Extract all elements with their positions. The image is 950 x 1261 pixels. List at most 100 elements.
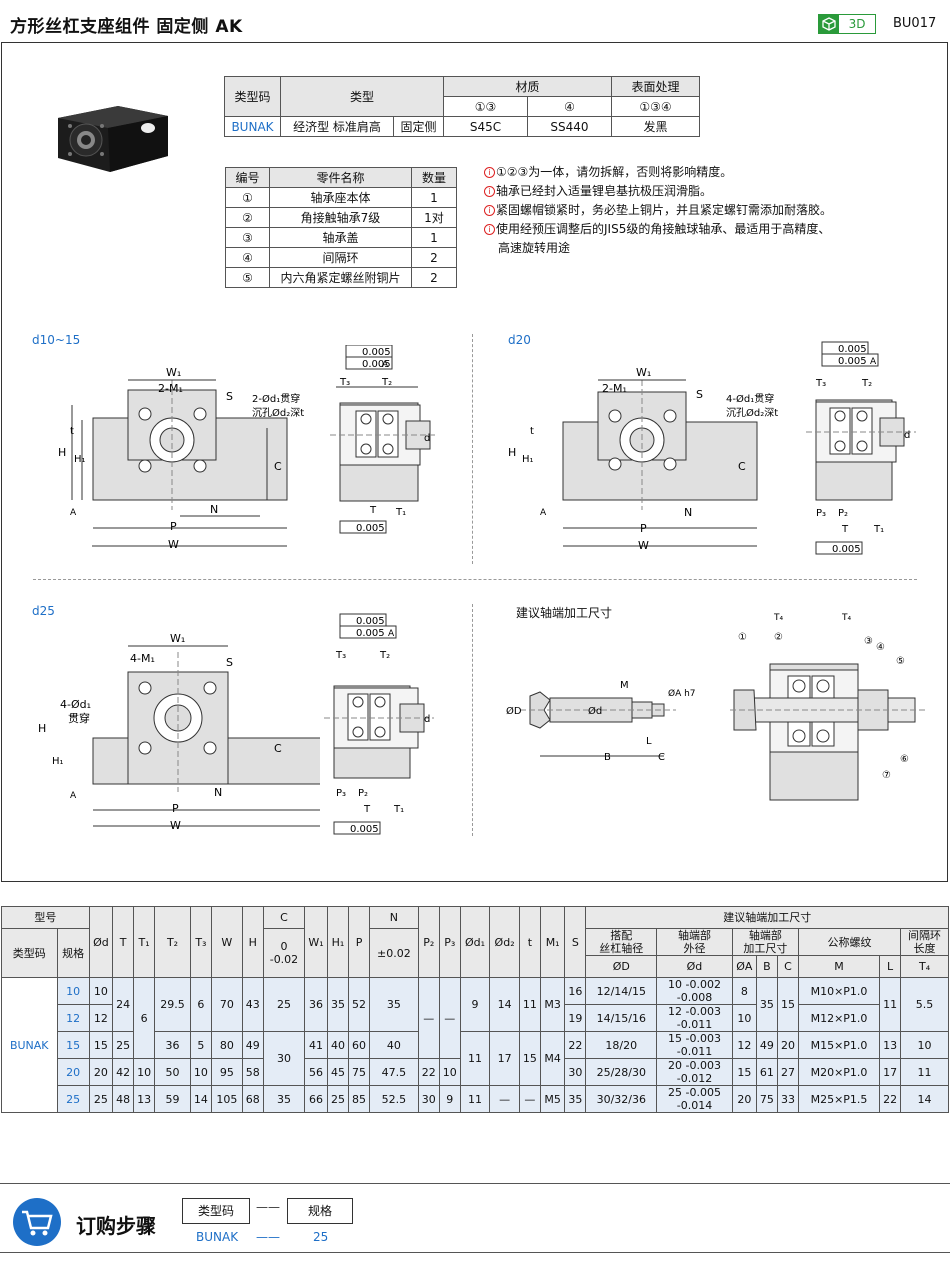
th-sL: L [879, 955, 902, 978]
th-type: 类型 [280, 76, 444, 117]
table-cell: 24 [112, 977, 135, 1032]
spec-side: 固定侧 [393, 116, 444, 137]
callout-3: ③ [864, 636, 873, 647]
drawing-frame [1, 42, 948, 882]
table-cell: M20×P1.0 [797, 1058, 881, 1086]
table-cell: 12 [731, 1031, 757, 1059]
table-cell: 68 [241, 1085, 264, 1113]
th-shaft-len: 轴端部加工尺寸 [731, 928, 799, 956]
tol-3: 0.005 [832, 544, 861, 555]
dim-P2: P₂ [358, 788, 368, 799]
table-cell: 10 -0.002-0.008 [656, 977, 733, 1005]
callout-1: ① [738, 632, 747, 643]
hole-label-2: 沉孔Ød₂深t [726, 406, 778, 419]
info-icon: i [484, 167, 495, 178]
part-no: ① [225, 187, 270, 208]
table-cell: 36 [304, 977, 328, 1032]
hole-label: 4-Ød₁贯穿 [726, 392, 774, 405]
row-size: 25 [56, 1085, 90, 1113]
table-cell: 15 [518, 1031, 541, 1086]
th-P: P [347, 906, 371, 978]
table-cell: 14 [489, 977, 520, 1032]
table-cell: 11 [459, 1085, 491, 1113]
th-type-code: 类型码 [224, 76, 281, 117]
table-cell: — [518, 1085, 541, 1113]
dim-P: P [640, 522, 647, 535]
table-cell: 49 [241, 1031, 264, 1059]
part-name: 内六角紧定螺丝附铜片 [269, 267, 412, 288]
table-cell: 40 [369, 1031, 419, 1059]
dim-H1: H₁ [74, 454, 86, 465]
row-size: 15 [56, 1031, 90, 1059]
tol-A: A [388, 629, 395, 639]
table-cell: 15 -0.003-0.011 [656, 1031, 733, 1059]
dim-H: H [58, 446, 66, 459]
dim-W: W [638, 539, 649, 552]
table-cell: 19 [564, 1004, 587, 1032]
table-cell: 15 [88, 1031, 114, 1059]
row-type-code: BUNAK [1, 977, 58, 1113]
th-qty: 数量 [411, 167, 457, 188]
dim-N: N [214, 786, 222, 799]
dim-W: W [168, 538, 179, 551]
datum-A: A [540, 508, 547, 518]
spec-type-code: BUNAK [224, 116, 281, 137]
dim-C: C [274, 742, 282, 755]
th-name: 零件名称 [269, 167, 412, 188]
table-cell: 12 [88, 1004, 114, 1032]
table-cell: 5 [189, 1031, 212, 1059]
datum-A: A [70, 508, 77, 518]
table-cell: 85 [347, 1085, 371, 1113]
dim-T2: T₂ [381, 377, 392, 388]
table-cell: 11 [900, 1058, 949, 1086]
dim-P: P [170, 520, 177, 533]
table-cell: 25/28/30 [585, 1058, 658, 1086]
table-cell: 17 [879, 1058, 902, 1086]
part-qty: 1 [411, 187, 457, 208]
callout-2: ② [774, 632, 783, 643]
th-surface-sub: ①③④ [611, 96, 700, 117]
th-T1: T₁ [133, 906, 156, 978]
side-view-d10-15: 0.005 0.005 A T₃ T₂ T T₁ d 0.005 [330, 345, 438, 534]
dim-T3: T₃ [815, 378, 826, 389]
3d-badge[interactable]: 3D [818, 14, 876, 34]
table-cell: 66 [304, 1085, 328, 1113]
table-cell: 25 [326, 1085, 350, 1113]
table-cell: 20 [731, 1085, 757, 1113]
section-d10-15: d10~15 [32, 333, 81, 347]
th-M1: M₁ [539, 906, 566, 978]
table-cell: 6 [133, 977, 156, 1059]
part-no: ② [225, 207, 270, 228]
th-sd: Ød [656, 955, 733, 978]
table-cell: M3 [539, 977, 566, 1032]
dim-T: T [841, 524, 849, 535]
dim-2M1: 2-M₁ [158, 382, 183, 395]
table-cell: 41 [304, 1031, 328, 1059]
th-sM: M [797, 955, 881, 978]
divider [472, 334, 473, 564]
th-surface: 表面处理 [611, 76, 700, 97]
table-cell: 10 [88, 977, 114, 1005]
table-cell: 33 [776, 1085, 799, 1113]
table-cell: M25×P1.5 [797, 1085, 881, 1113]
table-cell: 11 [459, 1031, 491, 1086]
table-cell: 18/20 [585, 1031, 658, 1059]
th-thread: 公称螺纹 [797, 928, 902, 956]
table-cell: 16 [564, 977, 587, 1005]
th-d2: Ød₂ [489, 906, 520, 978]
th-shaft: 建议轴端加工尺寸 [585, 906, 949, 929]
divider [472, 604, 473, 836]
shaft-B: B [604, 752, 611, 763]
hole-label: 4-Ød₁ [60, 698, 91, 711]
th-size: 规格 [56, 928, 90, 978]
table-cell: 17 [489, 1031, 520, 1086]
table-cell: 43 [241, 977, 264, 1032]
product-code: BU017 [893, 16, 937, 31]
part-name: 轴承座本体 [269, 187, 412, 208]
part-name: 轴承盖 [269, 227, 412, 248]
table-cell: 35 [326, 977, 350, 1032]
